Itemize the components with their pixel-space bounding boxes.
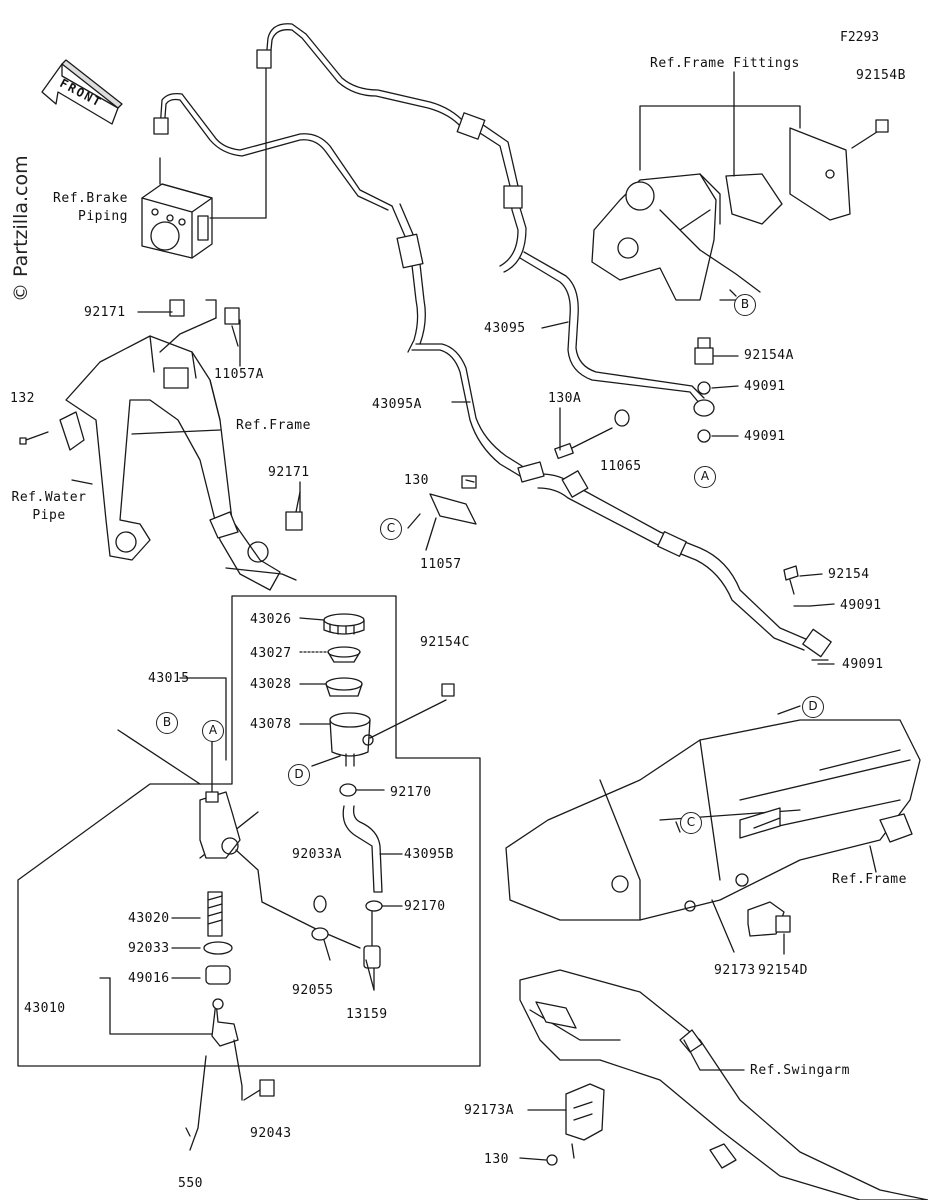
part-43078-label: 43078 [250, 717, 292, 732]
part-92154D-label: 92154D [758, 963, 808, 978]
part-43095B-label: 43095B [404, 847, 454, 862]
part-92170-label-2: 92170 [404, 899, 446, 914]
frame-section-icon [59, 335, 297, 591]
part-92173A-label: 92173A [464, 1103, 514, 1118]
part-43027-label: 43027 [250, 646, 292, 661]
callout-B-2: B [156, 712, 178, 734]
part-92154B-label: 92154B [856, 68, 906, 83]
callout-A-2: A [202, 720, 224, 742]
part-92033-label: 92033 [128, 941, 170, 956]
part-92043-label: 92043 [250, 1126, 292, 1141]
part-49016-label: 49016 [128, 971, 170, 986]
part-92170-label: 92170 [390, 785, 432, 800]
part-92171-label-2: 92171 [268, 465, 310, 480]
callout-D-2: D [288, 764, 310, 786]
part-43010-label: 43010 [24, 1001, 66, 1016]
callout-C: C [380, 518, 402, 540]
ref-brake-piping-label-line1: Ref.Brake [53, 191, 128, 206]
part-43095A-label: 43095A [372, 397, 422, 412]
part-92171-label: 92171 [84, 305, 126, 320]
abs-unit-icon [141, 183, 213, 259]
part-550-label: 550 [178, 1176, 203, 1191]
callout-A: A [694, 466, 716, 488]
part-92033A-label: 92033A [292, 847, 342, 862]
part-13159-label: 13159 [346, 1007, 388, 1022]
bracket-92173A-icon [565, 1083, 605, 1141]
ref-water-pipe-label-line2: Pipe [32, 508, 66, 523]
part-132-label: 132 [10, 391, 35, 406]
callout-D: D [802, 696, 824, 718]
part-43026-label: 43026 [250, 612, 292, 627]
master-cylinder-icon [199, 743, 241, 1047]
part-43095-label: 43095 [484, 321, 526, 336]
ref-brake-piping-label-line2: Piping [78, 209, 128, 224]
part-43020-label: 43020 [128, 911, 170, 926]
frame-fittings-icon [591, 127, 851, 301]
part-92154A-label: 92154A [744, 348, 794, 363]
part-130-label: 130 [404, 473, 429, 488]
ref-frame-label-2: Ref.Frame [832, 872, 907, 887]
watermark: © Partzilla.com [10, 155, 32, 302]
swingarm-icon [519, 969, 928, 1200]
part-92055-label: 92055 [292, 983, 334, 998]
reservoir-icon [323, 613, 374, 767]
part-11065-label: 11065 [600, 459, 642, 474]
front-arrow-icon [41, 59, 123, 125]
part-49091-label-3: 49091 [840, 598, 882, 613]
part-49091-label-2: 49091 [744, 429, 786, 444]
ref-frame-label: Ref.Frame [236, 418, 311, 433]
ref-swingarm-label: Ref.Swingarm [750, 1063, 850, 1078]
ref-frame-fittings-label: Ref.Frame Fittings [650, 56, 800, 71]
part-130A-label: 130A [548, 391, 582, 406]
part-49091-label: 49091 [744, 379, 786, 394]
part-43015-label: 43015 [148, 671, 190, 686]
callout-C-2: C [680, 812, 702, 834]
part-130-label-2: 130 [484, 1152, 509, 1167]
part-92154C-label: 92154C [420, 635, 470, 650]
part-92154-label: 92154 [828, 567, 870, 582]
part-43028-label: 43028 [250, 677, 292, 692]
ref-water-pipe-label-line1: Ref.Water [11, 490, 87, 505]
part-49091-label-4: 49091 [842, 657, 884, 672]
part-11057A-label: 11057A [214, 367, 264, 382]
callout-B: B [734, 294, 756, 316]
part-11057-label: 11057 [420, 557, 462, 572]
diagram-id-label: F2293 [840, 30, 880, 45]
rear-frame-icon [505, 719, 921, 921]
part-92173-label: 92173 [714, 963, 756, 978]
